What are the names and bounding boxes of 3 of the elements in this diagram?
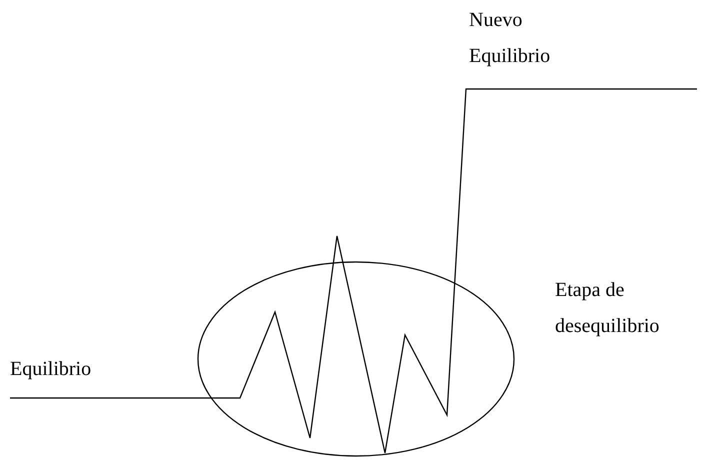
stage-label: Etapa de desequilibrio — [555, 278, 660, 339]
equilibrium-label: Nuevo Equilibrio — [469, 8, 552, 69]
equilibrium-label: Equilibrio — [10, 357, 92, 382]
